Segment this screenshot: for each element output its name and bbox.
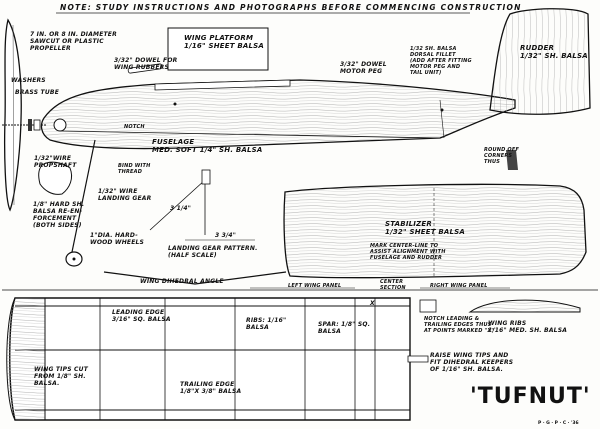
label-wing-ribs: WING RIBS 1/16" MED. SH. BALSA <box>488 320 568 334</box>
wing-plan-outline <box>9 297 411 421</box>
label-dorsal-fillet: 1/32 SH. BALSA DORSAL FILLET (add after … <box>410 46 472 76</box>
label-round-corners: Round off corners thus <box>484 147 520 165</box>
label-rudder: RUDDER 1/32" SH. BALSA <box>520 44 588 60</box>
motor-peg <box>440 108 444 112</box>
motor-peg-line <box>439 99 445 139</box>
propeller <box>4 18 22 212</box>
wing-dowel <box>173 102 177 106</box>
fuselage-body <box>40 79 516 150</box>
label-wing-tips: WING TIPS CUT FROM 1/8" SH. BALSA. <box>34 366 88 387</box>
label-dim-3-3-4: 3 3/4" <box>215 232 237 239</box>
wing-platform <box>154 79 291 91</box>
label-hard-sh: 1/8" HARD SH. BALSA RE-EN- FORCEMENT (bo… <box>33 201 85 229</box>
label-brass-tube: BRASS TUBE <box>15 89 59 96</box>
plan-title: 'TUFNUT' <box>470 384 591 409</box>
dihedral-keeper <box>407 355 429 363</box>
label-fuselage: FUSELAGE MED. SOFT 1/4" SH. BALSA <box>152 138 263 154</box>
label-left-panel: Left Wing Panel <box>288 283 342 289</box>
washer-1 <box>28 119 32 131</box>
label-landing-gear: 1/32" WIRE LANDING GEAR <box>98 188 152 202</box>
label-right-panel: Right Wing Panel <box>430 283 488 289</box>
landing-gear-wire <box>71 139 96 253</box>
wing-platform-label-box <box>167 27 269 71</box>
label-notch: Notch <box>124 124 145 130</box>
notch-detail <box>419 299 437 313</box>
label-spar: SPAR: 1/8" SQ. BALSA <box>318 321 371 335</box>
label-trailing-edge: TRAILING EDGE 1/8"x 3/8" BALSA <box>180 381 242 395</box>
label-motor-peg: 3/32" DOWEL MOTOR PEG <box>340 61 387 75</box>
plan-credit: P · G · P · C · '36 <box>538 421 579 426</box>
label-center-section: Center Section <box>380 279 406 291</box>
propeller-centerline <box>12 24 15 206</box>
brass-tube <box>33 119 41 131</box>
label-bind-thread: Bind with thread <box>118 163 151 175</box>
label-wheels: 1"DIA. HARD- WOOD WHEELS <box>90 232 145 246</box>
label-x-mark: x <box>370 300 375 307</box>
round-corners-sketch <box>506 150 518 170</box>
label-propshaft: 1/32"WIRE PROPSHAFT <box>34 155 77 169</box>
label-raise-tips: Raise wing tips and fit dihedral keepers… <box>430 352 514 373</box>
label-dim-3-1-4: 3 1/4" <box>170 205 192 212</box>
label-gear-pattern: LANDING GEAR PATTERN. (HALF SCALE) <box>168 245 258 259</box>
dowel-sketch <box>127 63 163 74</box>
rudder <box>489 8 591 115</box>
wing-tip <box>6 297 46 421</box>
label-leading-edge: LEADING EDGE 3/16" SQ. BALSA <box>112 309 171 323</box>
fuselage-bottom-line <box>59 130 441 139</box>
label-ribs: RIBS: 1/16" BALSA <box>246 317 287 331</box>
header-note: NOTE: STUDY INSTRUCTIONS AND PHOTOGRAPHS… <box>60 3 522 12</box>
label-propeller: 7 IN. OR 8 IN. DIAMETER SAWCUT OR PLASTI… <box>30 31 117 52</box>
label-dihedral: WING DIHEDRAL ANGLE <box>140 278 224 285</box>
wing-rib-profile <box>468 299 581 313</box>
label-notch-edges: Notch leading & trailing edges thus at p… <box>424 316 495 334</box>
label-wing-platform: WING PLATFORM 1/16" SHEET BALSA <box>184 34 265 50</box>
label-stabilizer: STABILIZER 1/32" SHEET BALSA <box>385 220 466 236</box>
wheel-hub <box>72 257 76 261</box>
stabilizer <box>283 183 587 279</box>
hard-balsa-reinforcement <box>38 161 73 195</box>
nose-bearing <box>53 118 67 132</box>
label-center-line: Mark center-line to assist alignment wit… <box>370 243 446 261</box>
dihedral-angle <box>103 271 287 285</box>
gear-bind-block <box>201 169 211 185</box>
label-dowel-wing: 3/32" DOWEL FOR WING RUBBERS <box>114 57 178 71</box>
label-washers: WASHERS <box>11 77 46 84</box>
